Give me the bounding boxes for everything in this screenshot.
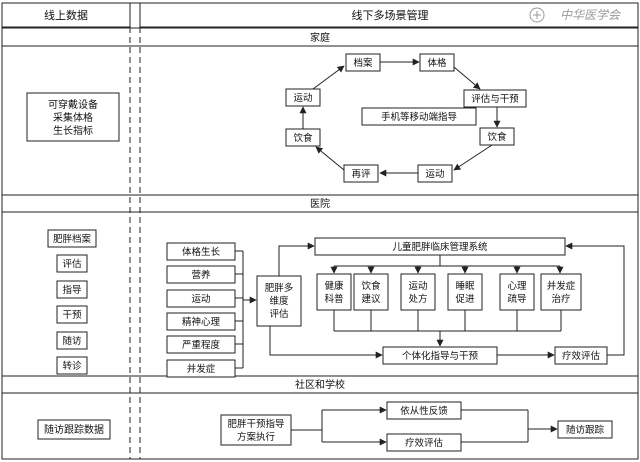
module-sleep-1: 睡眠 [455, 280, 475, 292]
node-eval-intervene [463, 89, 527, 108]
factor-growth: 体格生长 [182, 246, 221, 258]
factor-complication: 并发症 [187, 363, 216, 375]
node-reeval-label: 再评 [351, 169, 371, 180]
plan-line-2: 方案执行 [237, 431, 276, 443]
assessment-line-2: 维度 [269, 295, 289, 307]
plan-line-1: 肥胖干预指导 [227, 418, 284, 430]
node-physique [419, 53, 455, 72]
hospital-efficacy-label: 疗效评估 [562, 350, 601, 362]
module-box [353, 273, 389, 311]
left-item-referral: 转诊 [62, 360, 82, 372]
left-item-box [56, 254, 88, 273]
assessment-line-3: 评估 [269, 308, 289, 320]
header-left-box [1, 2, 131, 28]
node-exercise-bottom-label: 运动 [425, 169, 444, 180]
left-item-guide: 指导 [62, 284, 81, 296]
community-efficacy-label: 疗效评估 [405, 437, 444, 449]
wearable-line-1: 可穿戴设备 [48, 98, 98, 111]
left-item-box [56, 356, 88, 375]
system-label: 儿童肥胖临床管理系统 [392, 241, 488, 253]
factor-bracket [235, 250, 257, 369]
band-hospital [1, 194, 639, 213]
hospital-left-items: 肥胖档案 评估 指导 干预 随访 转诊 [47, 229, 97, 375]
module-boxes: 健康 科普 饮食 建议 运动 处方 睡眠 促进 心理 疏导 并发症 治疗 [316, 273, 582, 311]
module-box [316, 273, 352, 311]
left-item-archive: 肥胖档案 [53, 233, 92, 245]
left-item-box [56, 305, 88, 324]
header-right: 线下多场景管理 [352, 8, 429, 22]
wearable-line-3: 生长指标 [53, 124, 93, 137]
left-item-eval: 评估 [62, 258, 82, 270]
module-sleep-2: 促进 [455, 293, 475, 305]
module-diet-1: 饮食 [361, 280, 381, 292]
assessment-box [256, 275, 302, 327]
personalized-label: 个体化指导与干预 [402, 350, 479, 362]
factor-boxes: 体格生长 营养 运动 精神心理 严重程度 并发症 [166, 242, 236, 378]
band-home [1, 27, 639, 47]
left-item-box [56, 280, 88, 299]
wearable-line-2: 采集体格 [53, 111, 93, 124]
plan-box [220, 414, 292, 446]
module-complication-2: 治疗 [551, 293, 571, 305]
left-item-followup: 随访 [62, 335, 82, 347]
module-box [540, 273, 582, 311]
assessment-line-1: 肥胖多 [265, 282, 294, 294]
section-hospital: 医院 [310, 197, 330, 210]
wearable-box [26, 92, 120, 142]
node-exercise-left [285, 88, 321, 107]
followup-label: 随访跟踪 [566, 424, 605, 436]
community-arrows [291, 406, 558, 446]
module-health-2: 科普 [324, 293, 344, 305]
node-physique-label: 体格 [427, 57, 447, 69]
home-cycle-arrows [299, 58, 501, 177]
node-archive-label: 档案 [353, 57, 373, 69]
node-diet-right-label: 饮食 [487, 131, 507, 143]
modules-to-personalized [333, 310, 562, 347]
node-diet-right [479, 127, 515, 146]
community-data: 随访跟踪数据 [44, 423, 104, 436]
node-exercise-left-label: 运动 [293, 93, 312, 104]
module-psych-1: 心理 [507, 281, 527, 292]
module-complication-1: 并发症 [547, 280, 576, 292]
left-item-intervene: 干预 [62, 310, 82, 321]
node-diet-left-label: 饮食 [293, 132, 313, 144]
header-right-box [139, 2, 639, 28]
band-community [1, 375, 639, 394]
watermark-logo-icon [529, 7, 545, 23]
factor-exercise: 运动 [191, 294, 210, 305]
factor-mental: 精神心理 [182, 316, 221, 328]
home-center-label: 手机等移动端指导 [381, 111, 457, 123]
module-health-1: 健康 [324, 280, 344, 292]
node-reeval [343, 164, 379, 183]
factor-nutrition: 营养 [191, 269, 211, 281]
section-home: 家庭 [310, 31, 330, 44]
home-center-box [361, 107, 477, 126]
community-data-box [37, 419, 111, 440]
watermark: 中华医学会 [560, 8, 622, 22]
module-psych-2: 疏导 [507, 293, 526, 305]
module-exercise-1: 运动 [408, 281, 427, 292]
left-item-box [56, 331, 88, 350]
hospital-flow-arrows [269, 242, 625, 359]
compliance-label: 依从性反馈 [400, 405, 448, 417]
module-exercise-2: 处方 [408, 293, 427, 305]
node-eval-intervene-label: 评估与干预 [471, 93, 519, 105]
left-item-box [47, 229, 97, 248]
factor-severity: 严重程度 [182, 339, 221, 351]
section-community: 社区和学校 [295, 378, 345, 391]
system-rail [330, 255, 564, 274]
assessment-to-system-arrow [278, 242, 315, 276]
module-diet-2: 建议 [361, 293, 381, 305]
header-left: 线上数据 [44, 8, 88, 22]
followup-box [557, 420, 613, 439]
